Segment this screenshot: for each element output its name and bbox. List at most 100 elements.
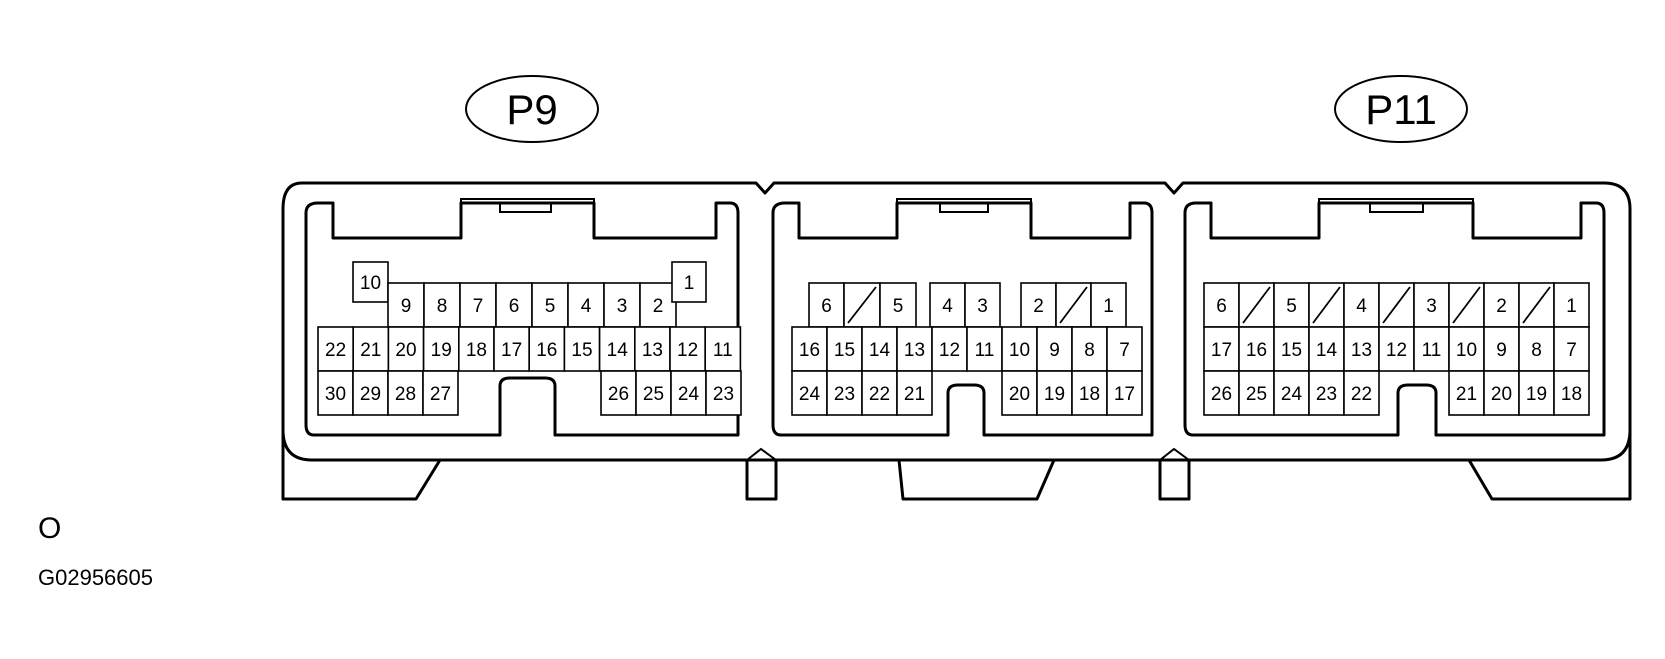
p11-face-outline <box>1183 201 1606 437</box>
pin-cavity: 24 <box>791 370 828 416</box>
pin-cavity: 10 <box>1001 326 1038 372</box>
pin-cavity: 19 <box>422 326 460 372</box>
pin-number: 20 <box>395 340 416 361</box>
p11-face-bump <box>1318 198 1474 213</box>
pin-number: 19 <box>1526 384 1547 405</box>
pin-number: 8 <box>1084 340 1095 361</box>
pin-cell <box>493 326 531 372</box>
pin-number: 21 <box>904 384 925 405</box>
pin-cavity: 21 <box>896 370 933 416</box>
pin-cavity: 1 <box>671 261 707 303</box>
pin-number: 16 <box>799 340 820 361</box>
pin-cavity: 18 <box>457 326 495 372</box>
pin-cavity: 7 <box>459 282 497 328</box>
pin-number: 6 <box>1216 296 1227 317</box>
pin-cavity: 7 <box>1106 326 1143 372</box>
pin-number: 7 <box>1119 340 1130 361</box>
pin-number: 11 <box>975 340 995 361</box>
pin-cell <box>671 261 707 303</box>
pin-cavity: 22 <box>317 326 355 372</box>
pin-cavity: 14 <box>861 326 898 372</box>
pin-cavity: 23 <box>826 370 863 416</box>
pin-number: 17 <box>501 340 522 361</box>
pin-number: 13 <box>642 340 663 361</box>
pin-cell <box>861 370 898 416</box>
pin-cell <box>317 326 355 372</box>
pin-cavity: 4 <box>1343 282 1380 328</box>
pin-cavity: 28 <box>387 370 424 416</box>
pin-cell <box>929 282 966 328</box>
pin-cavity: 11 <box>704 326 742 372</box>
pin-cavity: 21 <box>352 326 390 372</box>
pin-cavity: 13 <box>633 326 671 372</box>
pin-number: 12 <box>677 340 698 361</box>
pin-number: 10 <box>1009 340 1030 361</box>
pin-number: 28 <box>395 384 416 405</box>
pin-number: 19 <box>431 340 452 361</box>
pin-number: 7 <box>473 296 484 317</box>
pin-number: 30 <box>325 384 346 405</box>
pin-number: 8 <box>1531 340 1542 361</box>
pin-number: 17 <box>1114 384 1135 405</box>
pin-number: 22 <box>325 340 346 361</box>
pin-number: 10 <box>1456 340 1477 361</box>
pin-number: 6 <box>821 296 832 317</box>
pin-cavity: 22 <box>1343 370 1380 416</box>
pin-cavity: 29 <box>352 370 389 416</box>
pin-number: 11 <box>1422 340 1442 361</box>
housing-lower-edge <box>281 428 1632 462</box>
pin-number: 20 <box>1491 384 1512 405</box>
pin-number: 1 <box>1566 296 1577 317</box>
pin-cell <box>1553 282 1590 328</box>
pin-cell <box>457 326 495 372</box>
pin-cavity: 6 <box>1203 282 1240 328</box>
pin-number: 18 <box>1079 384 1100 405</box>
pin-number: 26 <box>608 384 629 405</box>
pin-cavity: 2 <box>1483 282 1520 328</box>
pin-number: 4 <box>1356 296 1367 317</box>
pin-cavity: 8 <box>1071 326 1108 372</box>
pin-cavity: 3 <box>1413 282 1450 328</box>
pin-cavity: 8 <box>1518 326 1555 372</box>
pin-number: 14 <box>607 340 629 361</box>
pin-cell <box>1553 370 1590 416</box>
pin-cell <box>495 282 533 328</box>
pin-cavity: 15 <box>826 326 863 372</box>
pin-cell <box>1036 326 1073 372</box>
pin-number: 12 <box>939 340 960 361</box>
pin-number: 25 <box>1246 384 1267 405</box>
middle-face-bump <box>896 198 1032 213</box>
p9-face-outline <box>304 201 740 437</box>
pin-number: 16 <box>1246 340 1267 361</box>
latch-right <box>1159 447 1190 461</box>
pin-cell <box>422 370 459 416</box>
pin-number: 13 <box>1351 340 1372 361</box>
pin-number: 18 <box>466 340 487 361</box>
pin-number: 1 <box>684 273 695 294</box>
p11-label: P11 <box>1365 86 1437 133</box>
pin-cavity: 4 <box>929 282 966 328</box>
pin-number: 3 <box>1426 296 1437 317</box>
pin-cell <box>1343 370 1380 416</box>
pin-number: 5 <box>1286 296 1297 317</box>
pin-cavity: 6 <box>495 282 533 328</box>
pin-cavity: 10 <box>352 261 389 303</box>
pin-cavity: 9 <box>1483 326 1520 372</box>
p9-label-group: P9 <box>465 75 599 143</box>
pin-cavity: 15 <box>563 326 601 372</box>
p11-label-group: P11 <box>1334 75 1468 143</box>
pin-cavity: 7 <box>1553 326 1590 372</box>
pin-cavity: 20 <box>1001 370 1038 416</box>
pin-number: 9 <box>401 296 412 317</box>
pin-cavity: 18 <box>1553 370 1590 416</box>
pin-cavity: 19 <box>1036 370 1073 416</box>
pin-cavity: 18 <box>1071 370 1108 416</box>
pin-number: 22 <box>1351 384 1372 405</box>
blocked-pin-slash <box>1059 286 1088 324</box>
pin-number: 11 <box>713 340 733 361</box>
pin-cavity-blocked <box>1518 282 1555 328</box>
pin-cavity: 30 <box>317 370 354 416</box>
pin-cavity: 3 <box>964 282 1001 328</box>
pin-cavity-blocked <box>1378 282 1415 328</box>
